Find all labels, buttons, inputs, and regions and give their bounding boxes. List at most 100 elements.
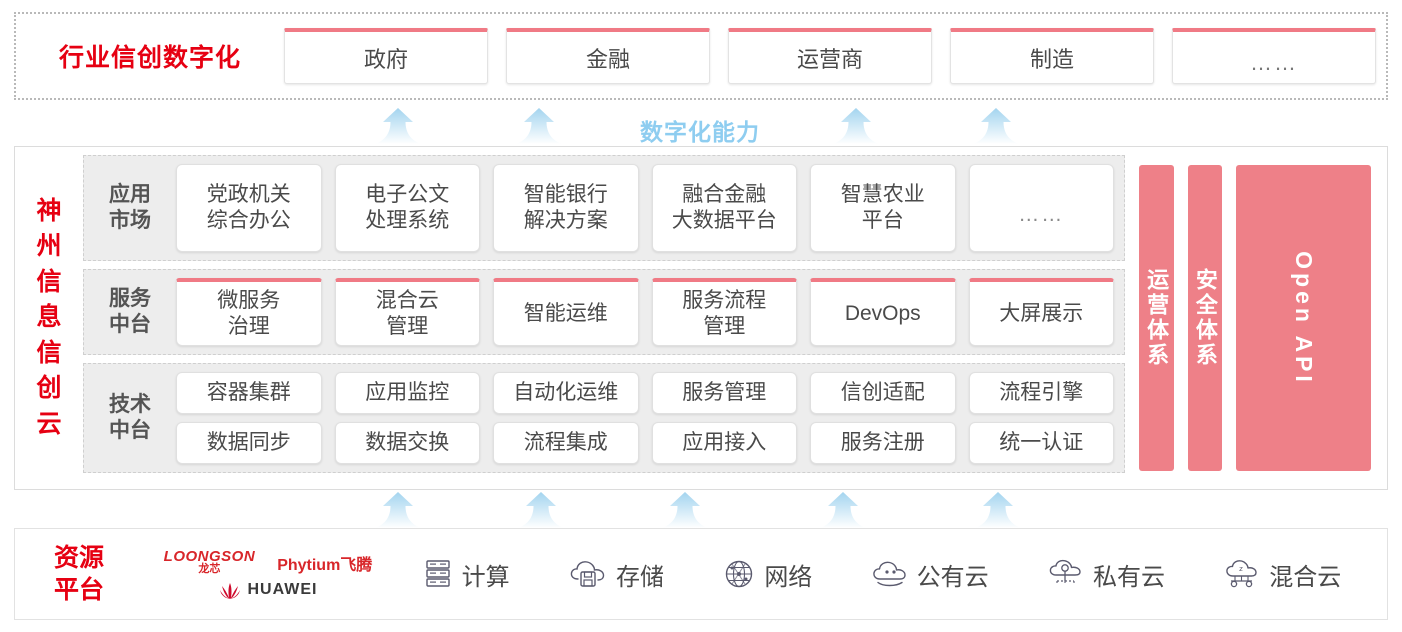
resource-item-storage[interactable]: 存储 [569,557,664,592]
industry-card-manufacturing[interactable]: 制造 [950,28,1154,84]
up-arrow-icon [833,108,879,144]
industry-card-list: 政府 金融 运营商 制造 …… [284,28,1386,84]
card-app-more[interactable]: …… [968,164,1114,252]
card-tech-app-monitoring[interactable]: 应用监控 [334,372,480,414]
industry-card-finance[interactable]: 金融 [506,28,710,84]
public-cloud-icon [872,561,906,587]
card-tech-automated-ops[interactable]: 自动化运维 [493,372,639,414]
industry-card-government[interactable]: 政府 [284,28,488,84]
side-panel-security-system[interactable]: 安全体系 [1187,165,1223,471]
layer-label-service-platform: 服务 中台 [109,286,151,336]
card-tech-service-mgmt[interactable]: 服务管理 [651,372,797,414]
layer-application-market: 应用 市场 党政机关 综合办公 电子公文 处理系统 智能银行 解决方案 [83,155,1125,261]
cloud-title-char: 神 [36,196,62,225]
side-panel-label: 安全体系 [1192,268,1218,368]
cloud-title-char: 云 [36,409,62,438]
side-panel-list: 运营体系 安全体系 Open API [1125,147,1387,489]
resource-item-hybrid-cloud[interactable]: z 混合云 [1224,557,1341,592]
capability-label: 数字化能力 [640,119,760,145]
side-panel-operations-system[interactable]: 运营体系 [1139,165,1174,471]
huawei-flower-icon [219,582,240,599]
cloud-storage-icon [570,561,605,587]
layer-technical-platform: 技术 中台 容器集群 应用监控 自动化运维 服务管理 信创适配 流程引擎 数据同… [83,363,1125,473]
resource-item-network[interactable]: 网络 [723,557,812,592]
phytium-logo: Phytium飞腾 [277,557,373,574]
card-tech-container-cluster[interactable]: 容器集群 [176,372,322,414]
card-app-finance-bigdata[interactable]: 融合金融 大数据平台 [651,164,797,252]
industry-card-telecom[interactable]: 运营商 [728,28,932,84]
card-tech-service-registry[interactable]: 服务注册 [810,422,956,464]
layer-label-application-market: 应用 市场 [109,182,151,232]
card-app-gov-office[interactable]: 党政机关 综合办公 [176,164,322,252]
resource-arrow-strip [0,490,1402,528]
technical-platform-grid: 容器集群 应用监控 自动化运维 服务管理 信创适配 流程引擎 数据同步 数据交换… [176,372,1114,464]
up-arrow-icon [375,492,421,528]
application-market-cards: 党政机关 综合办公 电子公文 处理系统 智能银行 解决方案 融合金融 大数据平台 [176,164,1114,252]
resource-item-list: 计算 存储 网络 [393,557,1387,592]
industry-title: 行业信创数字化 [58,44,241,72]
card-app-edoc-system[interactable]: 电子公文 处理系统 [334,164,480,252]
up-arrow-icon [973,108,1019,144]
resource-item-label: 私有云 [1092,563,1165,591]
side-panel-open-api[interactable]: Open API [1236,165,1372,471]
cloud-platform-title: 神 州 信 息 信 创 云 [15,147,83,489]
side-panel-label: Open API [1291,250,1318,386]
resource-item-label: 网络 [764,563,813,591]
technical-platform-row-2: 数据同步 数据交换 流程集成 应用接入 服务注册 统一认证 [176,422,1114,464]
up-arrow-icon [518,492,564,528]
up-arrow-icon [975,492,1021,528]
card-tech-data-sync[interactable]: 数据同步 [176,422,322,464]
card-tech-process-engine[interactable]: 流程引擎 [968,372,1114,414]
vendor-logo-row-2: HUAWEI [219,581,318,599]
card-svc-process-mgmt[interactable]: 服务流程 管理 [651,278,797,346]
svg-text:z: z [1239,565,1243,573]
resource-item-label: 混合云 [1269,563,1342,591]
cloud-title-char: 信 [36,338,62,367]
vendor-logo-row-1: LOONGSON 龙芯 Phytium飞腾 [164,549,373,575]
up-arrow-icon [516,108,562,144]
card-svc-intelligent-ops[interactable]: 智能运维 [493,278,639,346]
card-svc-devops[interactable]: DevOps [810,278,956,346]
resource-platform-title: 资源 平台 [53,543,104,605]
resource-platform-box: 资源 平台 LOONGSON 龙芯 Phytium飞腾 HUAWEI [14,528,1388,620]
cloud-layer-list: 应用 市场 党政机关 综合办公 电子公文 处理系统 智能银行 解决方案 [83,147,1125,489]
hybrid-cloud-icon: z [1226,560,1257,588]
resource-item-label: 存储 [615,563,664,591]
up-arrow-icon [375,108,421,144]
layer-label-technical-platform: 技术 中台 [109,392,151,442]
service-platform-cards: 微服务 治理 混合云 管理 智能运维 服务流程 管理 D [176,278,1114,346]
layer-service-platform: 服务 中台 微服务 治理 混合云 管理 智能运维 [83,269,1125,355]
technical-platform-row-1: 容器集群 应用监控 自动化运维 服务管理 信创适配 流程引擎 [176,372,1114,414]
industry-card-more[interactable]: …… [1172,28,1376,84]
card-svc-dashboard[interactable]: 大屏展示 [968,278,1114,346]
card-tech-app-access[interactable]: 应用接入 [651,422,797,464]
resource-item-label: 计算 [461,563,510,591]
resource-item-compute[interactable]: 计算 [423,557,510,592]
card-tech-process-integration[interactable]: 流程集成 [493,422,639,464]
huawei-wordmark: HUAWEI [247,581,318,598]
resource-item-private-cloud[interactable]: 私有云 [1048,557,1165,592]
network-globe-icon [726,560,753,588]
industry-band: 行业信创数字化 政府 金融 运营商 制造 …… [14,12,1388,100]
resource-item-label: 公有云 [916,563,989,591]
side-panel-label: 运营体系 [1144,268,1170,368]
card-tech-data-exchange[interactable]: 数据交换 [334,422,480,464]
card-svc-hybrid-cloud-mgmt[interactable]: 混合云 管理 [334,278,480,346]
up-arrow-icon [820,492,866,528]
card-tech-xinchuang-adaptation[interactable]: 信创适配 [810,372,956,414]
cloud-title-char: 信 [36,267,62,296]
card-svc-microservice-governance[interactable]: 微服务 治理 [176,278,322,346]
cloud-platform-box: 神 州 信 息 信 创 云 应用 市场 党政机关 综合办公 [14,146,1388,490]
loongson-logo: LOONGSON 龙芯 [163,548,256,575]
cloud-title-char: 息 [36,303,62,332]
server-rack-icon [425,560,450,587]
cloud-title-char: 州 [36,232,62,261]
card-app-smart-banking[interactable]: 智能银行 解决方案 [493,164,639,252]
card-tech-unified-auth[interactable]: 统一认证 [968,422,1114,464]
resource-item-public-cloud[interactable]: 公有云 [872,557,989,592]
card-app-smart-agriculture[interactable]: 智慧农业 平台 [810,164,956,252]
private-cloud-icon [1049,559,1081,585]
cloud-title-char: 创 [36,374,62,403]
up-arrow-icon [662,492,708,528]
